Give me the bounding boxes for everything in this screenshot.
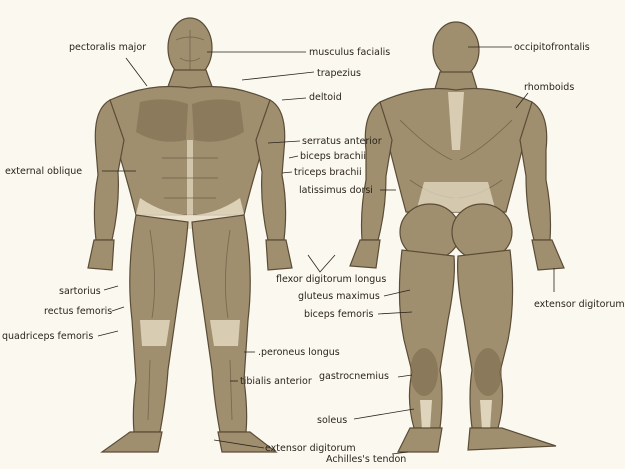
label-soleus: soleus (317, 415, 347, 426)
back-hand-left (350, 240, 380, 268)
label-extensor-digitorum-bottom: extensor digitorum (265, 443, 356, 454)
label-rhomboids: rhomboids (524, 82, 574, 93)
label-achilles-tendon: Achilles's tendon (326, 454, 406, 465)
label-external-oblique: external oblique (5, 166, 82, 177)
label-occipitofrontalis: occipitofrontalis (514, 42, 590, 53)
label-musculus-facialis: musculus facialis (309, 47, 390, 58)
label-gastrocnemius: gastrocnemius (319, 371, 389, 382)
label-flexor-digitorum-longus: flexor digitorum longus (276, 274, 386, 285)
front-foot-left (102, 432, 162, 452)
label-serratus-anterior: serratus anterior (302, 136, 382, 147)
label-deltoid: deltoid (309, 92, 342, 103)
front-hand-left (88, 240, 114, 270)
label-tibialis-anterior: tibialis anterior (240, 376, 312, 387)
label-peroneus-longus: .peroneus longus (258, 347, 340, 358)
back-hand-right (532, 240, 564, 270)
label-biceps-brachii: biceps brachii (300, 151, 366, 162)
label-biceps-femoris: biceps femoris (304, 309, 374, 320)
label-extensor-digitorum-right: extensor digitorum (534, 299, 625, 310)
label-sartorius: sartorius (59, 286, 101, 297)
label-triceps-brachii: triceps brachii (294, 167, 362, 178)
back-head (433, 22, 479, 78)
back-foot-right (468, 428, 556, 450)
front-hand-right (266, 240, 292, 270)
label-pectoralis-major: pectoralis major (69, 42, 146, 53)
label-trapezius: trapezius (317, 68, 361, 79)
label-rectus-femoris: rectus femoris (44, 306, 112, 317)
back-foot-left (398, 428, 442, 452)
label-latissimus-dorsi: latissimus dorsi (299, 185, 373, 196)
label-gluteus-maximus: gluteus maximus (298, 291, 380, 302)
label-quadriceps-femoris: quadriceps femoris (2, 331, 93, 342)
